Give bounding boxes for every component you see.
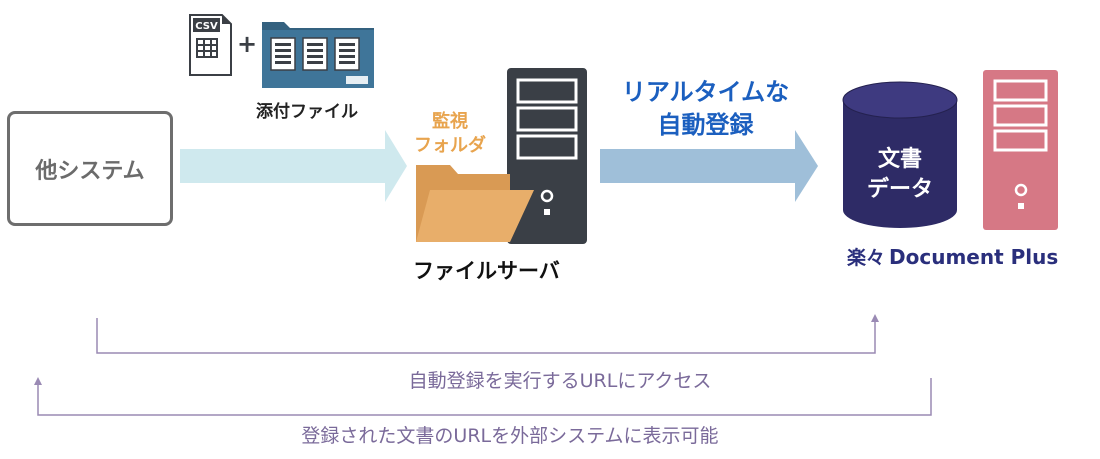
- access-url-flow-line: [96, 318, 876, 354]
- display-url-flow-line: [37, 378, 932, 416]
- access-url-caption: 自動登録を実行するURLにアクセス: [408, 370, 712, 392]
- access-url-arrowhead: [871, 314, 879, 322]
- arrow-to-document-plus: [600, 130, 818, 202]
- other-system-label: 他システム: [35, 158, 145, 184]
- realtime-registration-label: リアルタイムな 自動登録: [598, 76, 813, 142]
- realtime-label-line2: 自動登録: [657, 111, 754, 139]
- watch-folder-label: 監視 フォルダ: [410, 110, 490, 158]
- document-plus-logo-text: Document Plus: [889, 245, 1059, 269]
- csv-text: CSV: [195, 21, 218, 32]
- attachment-folder-icon: [262, 22, 374, 88]
- rakuraku-logo-mark: 楽々: [847, 247, 886, 269]
- watch-folder-label-line1: 監視: [432, 111, 468, 132]
- csv-file-icon: CSV: [189, 14, 232, 76]
- document-data-label: 文書 データ: [848, 145, 952, 205]
- watch-folder-label-line2: フォルダ: [414, 135, 486, 156]
- document-data-line2: データ: [866, 177, 933, 202]
- attachment-caption: 添付ファイル: [256, 102, 358, 122]
- document-database-icon: [842, 81, 958, 228]
- arrow-to-file-server: [180, 130, 407, 202]
- file-server-label: ファイルサーバ: [413, 259, 560, 283]
- document-plus-server-icon: [983, 70, 1058, 230]
- document-data-line1: 文書: [877, 147, 922, 172]
- plus-sign: +: [237, 30, 257, 58]
- display-url-arrowhead: [34, 377, 42, 385]
- watch-folder-icon: [416, 165, 534, 242]
- other-system-box: 他システム: [7, 111, 173, 226]
- realtime-label-line1: リアルタイムな: [621, 78, 790, 106]
- display-url-caption: 登録された文書のURLを外部システムに表示可能: [301, 425, 719, 447]
